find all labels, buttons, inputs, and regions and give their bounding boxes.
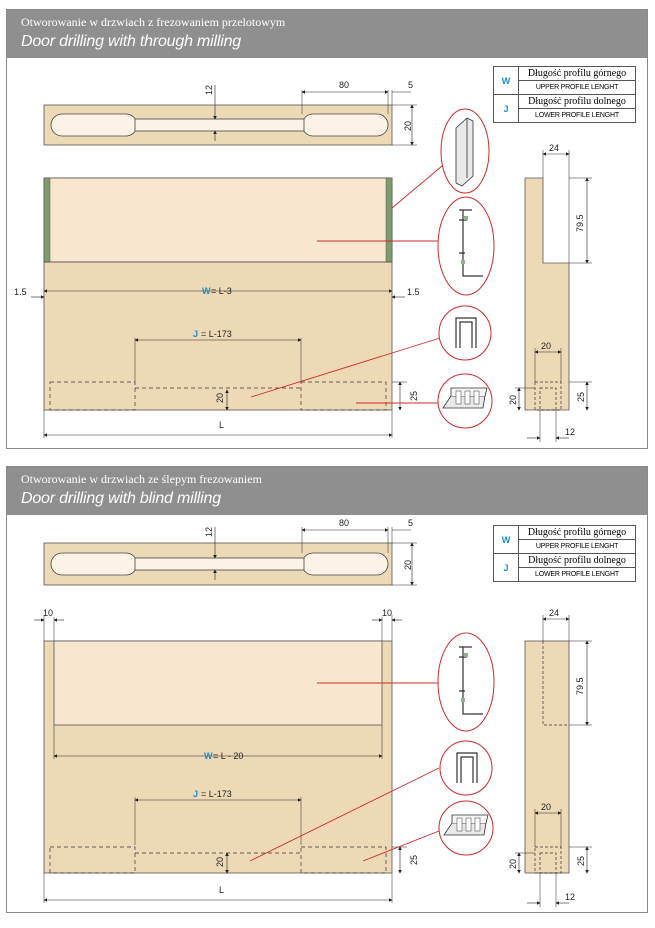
drawing-blind-milling: 12 80 5 20 10 10 W = L - 20 [34,518,592,907]
dim-side-left: 1.5 [14,287,27,297]
side-section-view: 24 79.5 20 20 25 12 [508,143,592,442]
dim-j-label: J [193,789,198,799]
door-front-view: 10 10 W = L - 20 J = L-173 20 25 [34,608,440,903]
panel-header: Otworowanie w drzwiach ze ślepym frezowa… [7,467,647,515]
legend-symbol-w: W [493,525,519,554]
dim-80: 80 [339,80,349,90]
legend-en-lower: LOWER PROFILE LENGHT [518,567,636,582]
side-dim-79: 79.5 [575,677,585,695]
dim-groove: 20 [215,393,225,403]
legend-en-lower: LOWER PROFILE LENGHT [518,108,636,123]
detail-callouts [437,108,495,429]
side-dim-12: 12 [565,427,575,437]
dim-20-top: 20 [403,121,413,131]
dim-5: 5 [408,518,413,528]
dim-height: 25 [409,391,419,401]
side-dim-20b: 20 [508,395,518,405]
dim-w-label: W [202,286,211,296]
side-dim-20: 20 [541,341,551,351]
dim-20-top: 20 [403,560,413,570]
legend-symbol-w: W [493,66,519,95]
legend-table: W Długość profilu górnego UPPER PROFILE … [493,525,636,582]
dim-side-left: 10 [43,608,53,618]
top-profile-view: 12 80 5 20 [43,518,417,586]
dim-j-label: J [193,329,198,339]
dim-12: 12 [204,85,214,95]
side-dim-20b: 20 [508,859,518,869]
side-section-view: 24 79.5 20 20 25 12 [508,608,592,907]
drawing-through-milling: 12 80 5 20 W = L-3 1.5 1.5 J = L [14,80,592,442]
side-dim-20: 20 [541,802,551,812]
door-front-view: W = L-3 1.5 1.5 J = L-173 20 25 [14,165,443,438]
side-dim-12: 12 [565,892,575,902]
dim-height: 25 [409,855,419,865]
side-dim-79: 79.5 [575,214,585,232]
dim-side-right: 10 [382,608,392,618]
detail-callouts [437,632,495,856]
dim-w-label: W [204,751,213,761]
dim-80: 80 [339,518,349,528]
panel-blind-milling: Otworowanie w drzwiach ze ślepym frezowa… [6,466,648,913]
dim-length: L [219,885,224,895]
panel-through-milling: Otworowanie w drzwiach z frezowaniem prz… [6,9,648,449]
dim-j-formula: = L-173 [201,789,232,799]
panel-title-pl: Otworowanie w drzwiach ze ślepym frezowa… [21,472,262,486]
panel-title-en: Door drilling with through milling [21,33,241,50]
side-dim-25: 25 [576,392,586,402]
panel-title-en: Door drilling with blind milling [21,490,221,507]
dim-side-right: 1.5 [407,287,420,297]
top-profile-view: 12 80 5 20 [43,80,417,146]
side-dim-24: 24 [549,143,559,153]
panel-title-pl: Otworowanie w drzwiach z frezowaniem prz… [21,15,286,29]
legend-table: W Długość profilu górnego UPPER PROFILE … [493,66,636,123]
side-dim-25: 25 [576,856,586,866]
dim-length: L [219,420,224,430]
dim-w-formula: = L - 20 [213,751,243,761]
dim-j-formula: = L-173 [201,329,232,339]
dim-groove: 20 [215,857,225,867]
dim-12: 12 [204,527,214,537]
side-dim-24: 24 [549,608,559,618]
dim-w-formula: = L-3 [211,286,232,296]
dim-5: 5 [408,80,413,90]
panel-header: Otworowanie w drzwiach z frezowaniem prz… [7,10,647,58]
